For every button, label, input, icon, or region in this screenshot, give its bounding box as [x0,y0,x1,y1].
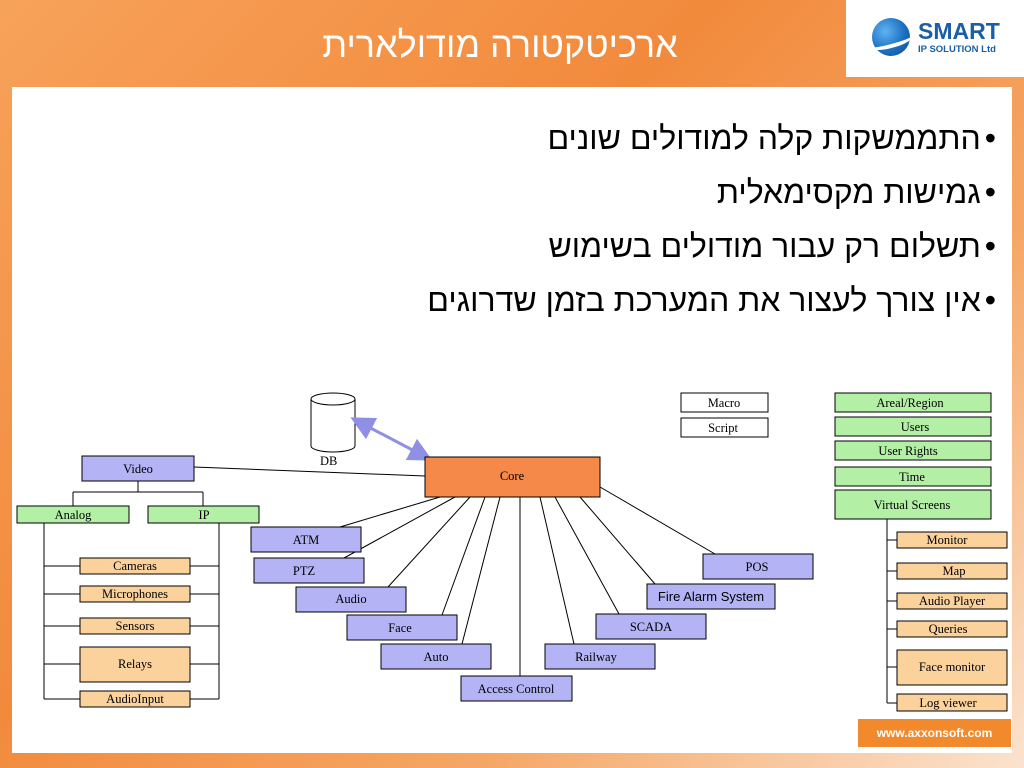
queries-label: Queries [929,622,968,636]
microphones-label: Microphones [102,587,168,601]
users-label: Users [901,420,930,434]
db-icon [310,392,356,453]
bullet-marker: • [984,282,996,318]
scada-label: SCADA [630,620,672,634]
sensors-box [79,617,191,635]
logo-name: SMART [918,18,1000,44]
auto-box [380,643,492,670]
bullet-list: •התממשקות קלה למודולים שונים •גמישות מקס… [427,118,996,334]
time-box [834,466,992,487]
video-label: Video [123,462,153,476]
video-box [81,455,195,482]
pos-box [702,553,814,580]
analog-box [16,505,130,524]
slide-title: ארכיטקטורה מודולארית [322,24,678,65]
ptz-box [253,557,365,584]
fire-alarm-label: Fire Alarm System [658,589,764,604]
queries-box [896,620,1008,638]
audio-player-label: Audio Player [919,594,986,608]
ip-box [147,505,260,524]
log-viewer-label: Log viewer [919,696,977,710]
bullet-text: תשלום רק עבור מודולים בשימוש [548,228,981,264]
cameras-box [79,557,191,575]
access-control-box [460,675,573,702]
audioinput-label: AudioInput [106,692,164,706]
monitor-box [896,531,1008,549]
script-label: Script [708,421,738,435]
monitor-label: Monitor [927,533,969,547]
areal-region-box [834,392,992,413]
relays-box [79,646,191,683]
virtual-screens-box [834,489,992,520]
time-label: Time [899,470,925,484]
bullet-item: •תשלום רק עבור מודולים בשימוש [427,226,996,280]
bullet-marker: • [984,228,996,264]
pos-label: POS [746,560,769,574]
macro-box [680,392,769,413]
user-rights-label: User Rights [878,444,938,458]
sensors-label: Sensors [116,619,155,633]
bullet-marker: • [984,120,996,156]
bullet-text: גמישות מקסימאלית [716,174,981,210]
audio-box [295,586,407,613]
audioinput-box [79,690,191,708]
auto-label: Auto [424,650,449,664]
relays-label: Relays [118,657,152,671]
bullet-item: •גמישות מקסימאלית [427,172,996,226]
railway-box [544,643,656,670]
face-box [346,614,458,641]
audio-label: Audio [335,592,366,606]
bullet-item: •התממשקות קלה למודולים שונים [427,118,996,172]
face-monitor-box [896,649,1008,686]
company-logo: SMART IP SOLUTION Ltd [846,0,1024,77]
connector-lines [43,466,897,704]
virtual-screens-label: Virtual Screens [874,498,951,512]
ptz-label: PTZ [293,564,315,578]
face-monitor-label: Face monitor [919,660,986,674]
scada-box [595,613,707,640]
microphones-box [79,585,191,603]
railway-label: Railway [575,650,617,664]
fire-alarm-box [646,583,776,610]
core-box [424,456,601,498]
footer-url: www.axxonsoft.com [858,719,1011,747]
db-core-arrow [350,417,433,461]
analog-label: Analog [55,508,93,522]
db-label: DB [320,454,337,468]
atm-box [250,526,362,553]
face-label: Face [388,621,412,635]
macro-label: Macro [708,396,741,410]
access-control-label: Access Control [478,682,555,696]
map-box [896,562,1008,580]
bullet-marker: • [984,174,996,210]
log-viewer-box [896,693,1008,712]
areal-region-label: Areal/Region [876,396,944,410]
atm-label: ATM [293,533,319,547]
user-rights-box [834,440,992,461]
globe-icon [872,18,910,56]
bullet-text: התממשקות קלה למודולים שונים [547,120,981,156]
core-label: Core [500,469,525,483]
logo-subtitle: IP SOLUTION Ltd [918,44,996,55]
map-label: Map [943,564,966,578]
bullet-item: •אין צורך לעצור את המערכת בזמן שדרוגים [427,280,996,334]
script-box [680,417,769,438]
users-box [834,416,992,437]
cameras-label: Cameras [113,559,157,573]
ip-label: IP [198,508,209,522]
bullet-text: אין צורך לעצור את המערכת בזמן שדרוגים [427,282,981,318]
audio-player-box [896,592,1008,610]
